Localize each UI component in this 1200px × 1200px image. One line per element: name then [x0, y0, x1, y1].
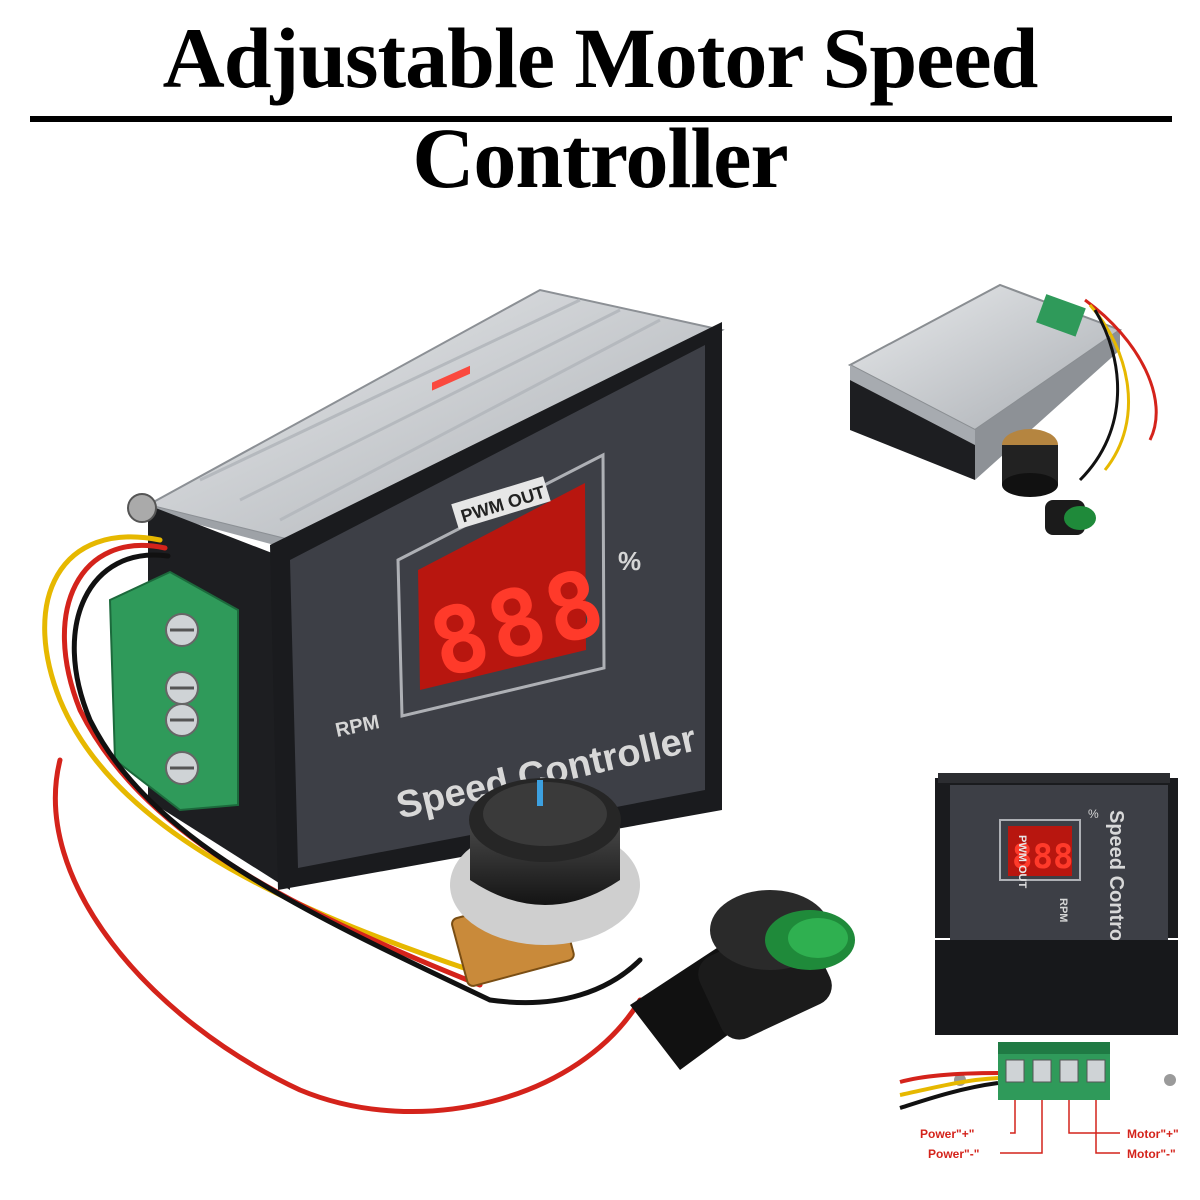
page-title: Adjustable Motor Speed Controller	[162, 10, 1039, 206]
title-underline	[30, 116, 1172, 122]
wiring-leader-lines	[1000, 1100, 1120, 1154]
front-view-product: 888 PWM OUT % RPM Speed Controller	[899, 773, 1178, 1154]
front-view-display-label: PWM OUT	[1016, 835, 1028, 888]
power-push-button[interactable]	[630, 890, 855, 1070]
aerial-view-product	[847, 283, 1158, 535]
speed-knob[interactable]	[450, 778, 640, 987]
main-led-display	[418, 483, 586, 690]
knob-indicator-line	[537, 780, 543, 806]
main-led-digits	[432, 365, 470, 391]
front-view-product-name: Speed Controller	[1105, 810, 1127, 971]
front-view-rpm-label: RPM	[1057, 898, 1069, 922]
front-view-led-digits: 888	[1012, 837, 1073, 877]
main-terminal-block	[108, 570, 239, 812]
front-view-percent-sign: %	[1088, 807, 1099, 821]
label-motor-minus: Motor"-"	[1127, 1147, 1176, 1161]
main-percent-sign: %	[618, 546, 641, 576]
label-power-plus: Power"+"	[920, 1127, 974, 1141]
label-motor-plus: Motor"+"	[1127, 1127, 1179, 1141]
front-view-terminal-block	[998, 1042, 1110, 1100]
main-wires	[42, 534, 643, 1115]
main-controller: 888 PWM OUT % RPM Speed Controller	[108, 288, 725, 890]
label-power-minus: Power"-"	[928, 1147, 979, 1161]
main-screw	[127, 493, 157, 523]
